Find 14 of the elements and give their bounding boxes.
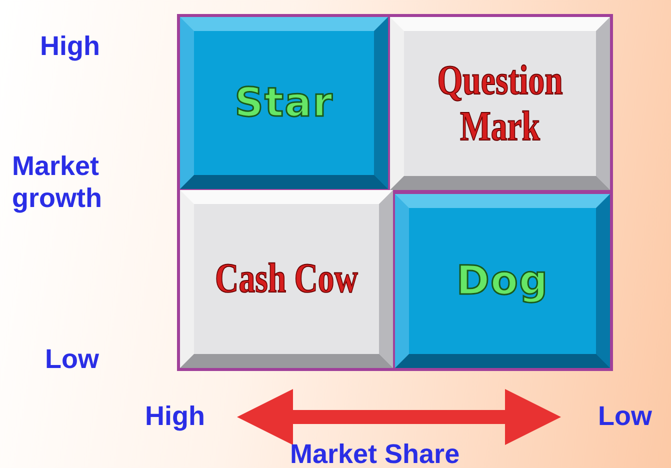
quadrant-label: Dog	[456, 258, 549, 304]
axis-label: Low	[598, 400, 652, 432]
axis-label: Low	[45, 343, 99, 375]
axis-label: High	[40, 30, 100, 62]
quadrant-tile	[180, 17, 388, 189]
quadrant-label: Question Mark	[436, 58, 564, 150]
axis-label: High	[145, 400, 205, 432]
quadrant-tile	[395, 194, 610, 368]
quadrant-tile	[180, 190, 393, 368]
quadrant-tile	[390, 17, 610, 190]
quadrant-label: Cash Cow	[214, 256, 359, 302]
axis-title: Market growth	[12, 150, 103, 214]
quadrant-label: Star	[234, 80, 334, 126]
axis-title: Market Share	[290, 438, 460, 468]
